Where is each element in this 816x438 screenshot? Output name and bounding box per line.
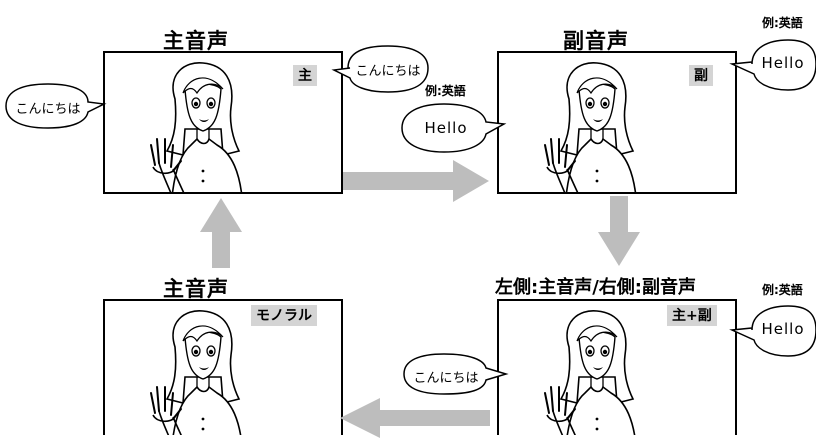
audio-tag-main: 主: [293, 65, 317, 86]
panel-sub-title: 副音声: [563, 29, 629, 53]
arrow-right-icon: [343, 160, 489, 202]
arrow-up-icon: [200, 198, 242, 268]
example-note-sub-right: 例:英語: [762, 16, 803, 30]
example-note-sub-left: 例:英語: [425, 84, 466, 98]
speech-bubble-jp-both: [403, 353, 509, 395]
woman-illustration: [544, 61, 638, 192]
panel-main-title: 主音声: [163, 29, 229, 53]
greeting-jp-left: こんにちは: [15, 102, 81, 117]
speech-bubble-en-left: [401, 103, 507, 153]
speech-bubble-jp-right: [331, 45, 429, 93]
woman-illustration: [150, 61, 244, 192]
woman-illustration: [544, 309, 638, 435]
audio-tag-sub: 副: [689, 65, 713, 86]
panel-sub: 副: [497, 51, 737, 194]
audio-tag-both: 主+副: [667, 305, 717, 326]
speech-bubble-jp-left: [5, 83, 107, 129]
greeting-en-right: Hello: [761, 54, 805, 72]
panel-mono-title: 主音声: [163, 277, 229, 301]
panel-mono: モノラル: [103, 299, 343, 435]
panel-both: 主+副: [497, 299, 737, 435]
panel-both-title: 左側:主音声/右側:副音声: [495, 277, 696, 298]
greeting-en-both: Hello: [761, 320, 805, 338]
woman-illustration: [150, 309, 244, 435]
arrow-left-icon: [340, 398, 490, 438]
greeting-jp-both: こんにちは: [413, 371, 479, 386]
greeting-en-left: Hello: [424, 119, 468, 137]
arrow-down-icon: [598, 196, 640, 266]
example-note-both: 例:英語: [762, 283, 803, 297]
greeting-jp-right: こんにちは: [355, 64, 421, 79]
panel-main: 主: [103, 51, 343, 194]
audio-tag-mono: モノラル: [251, 305, 317, 326]
